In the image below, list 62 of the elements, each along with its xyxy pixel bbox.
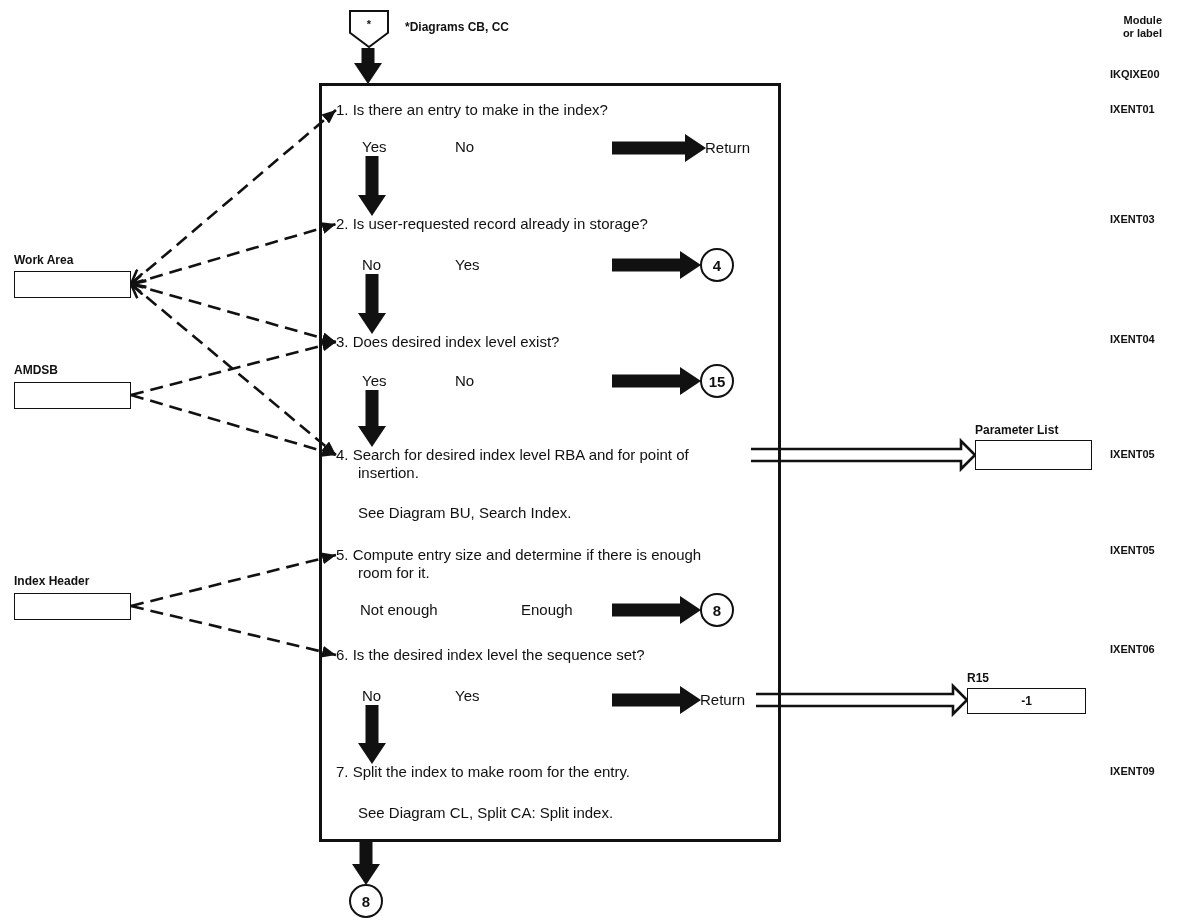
branch-label: Enough — [521, 601, 581, 619]
flow-arrow — [358, 156, 386, 216]
step-text: 5. Compute entry size and determine if there is enough room for it. — [336, 546, 703, 582]
data-reference-arrow — [130, 339, 337, 397]
data-area-label: Work Area — [14, 253, 74, 267]
flow-arrow — [352, 842, 380, 885]
step-text: 1. Is there an entry to make in the index? — [336, 101, 609, 119]
exit-label: Return — [700, 691, 756, 709]
data-reference-arrow — [130, 552, 337, 608]
column-heading: Module or label — [1121, 14, 1162, 40]
flow-arrow — [358, 705, 386, 764]
branch-label: Yes — [455, 256, 489, 274]
branch-label: No — [455, 138, 485, 156]
data-area-label: Parameter List — [975, 423, 1059, 437]
module-label: IXENT05 — [1110, 448, 1155, 461]
flow-arrow — [612, 596, 701, 624]
connector-circle: 4 — [700, 248, 734, 282]
data-reference-arrow — [130, 604, 337, 658]
module-label: IXENT05 — [1110, 544, 1155, 557]
branch-label: No — [362, 687, 392, 705]
connector-symbol: * — [365, 18, 373, 30]
connector-circle: 8 — [349, 884, 383, 918]
module-label: IXENT01 — [1110, 103, 1155, 116]
step-text: 7. Split the index to make room for the entry. — [336, 763, 632, 781]
flow-arrow — [612, 134, 706, 162]
data-transfer-arrow — [749, 437, 977, 473]
step-text: 3. Does desired index level exist? — [336, 333, 561, 351]
data-reference-arrow — [129, 282, 337, 456]
reference-note: *Diagrams CB, CC — [405, 20, 510, 34]
data-area-label: R15 — [967, 671, 989, 685]
flow-arrow — [358, 274, 386, 334]
module-label: IXENT09 — [1110, 765, 1155, 778]
step-text: 4. Search for desired index level RBA and for point of insertion. — [336, 446, 690, 482]
flow-arrow — [612, 251, 701, 279]
connector-circle: 8 — [700, 593, 734, 627]
flow-arrow — [358, 390, 386, 447]
reference-note: See Diagram CL, Split CA: Split index. — [357, 804, 615, 822]
flow-arrow — [354, 48, 382, 84]
module-label: IXENT03 — [1110, 213, 1155, 226]
flow-arrow — [612, 686, 701, 714]
process-box — [319, 83, 781, 842]
branch-label: No — [455, 372, 485, 390]
branch-label: Not enough — [360, 601, 446, 619]
branch-label: No — [362, 256, 392, 274]
module-label: IXENT06 — [1110, 643, 1155, 656]
module-label: IKQIXE00 — [1110, 68, 1160, 81]
exit-label: Return — [705, 139, 761, 157]
flow-arrow — [612, 367, 701, 395]
data-transfer-arrow — [754, 682, 969, 718]
data-area-label: Index Header — [14, 574, 90, 588]
branch-label: Yes — [362, 372, 396, 390]
step-text: 6. Is the desired index level the sequence set? — [336, 646, 646, 664]
data-area-box: -1 — [967, 688, 1086, 714]
branch-label: Yes — [362, 138, 396, 156]
branch-label: Yes — [455, 687, 489, 705]
data-reference-arrow — [130, 393, 337, 457]
reference-note: See Diagram BU, Search Index. — [357, 504, 573, 522]
module-label: IXENT04 — [1110, 333, 1155, 346]
data-area-label: AMDSB — [14, 363, 58, 377]
step-text: 2. Is user-requested record already in storage? — [336, 215, 649, 233]
connector-circle: 15 — [700, 364, 734, 398]
off-page-connector — [349, 10, 389, 48]
